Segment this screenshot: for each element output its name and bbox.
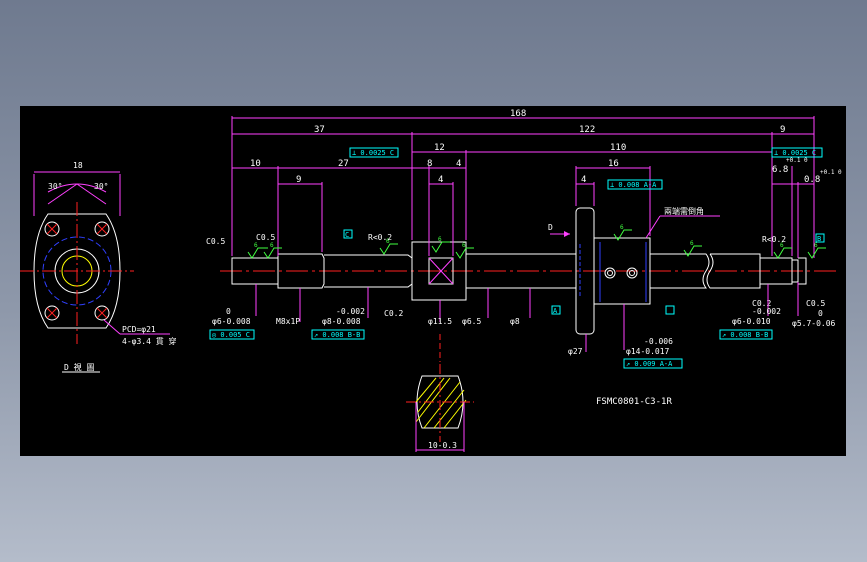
dim-middle: 122 [579, 125, 595, 135]
dim-bottom-d6-5: φ6.5 [462, 317, 481, 326]
chamfer-c02-right: C0.2 [752, 299, 771, 308]
tol-6-8: +0.1 0 [786, 157, 808, 164]
view-label: D 視 圖 [64, 363, 94, 372]
frame-left-runout: ⊥ 0.0025 C [352, 149, 394, 157]
frame-left-runout-box [349, 147, 399, 158]
frame-f4: ↗ 0.008 B-B [722, 331, 768, 339]
roughness-5: 6 [462, 242, 466, 249]
dim-right: 9 [780, 125, 785, 135]
dim-8: 8 [427, 159, 432, 169]
roughness-3: 6 [386, 238, 390, 245]
dim-4a: 4 [456, 159, 461, 169]
roughness-4: 6 [438, 236, 442, 243]
tol-0-8: +0.1 0 [820, 169, 842, 176]
roughness-symbols [247, 229, 826, 259]
frame-right-runout-box [771, 147, 823, 158]
section-width: 10-0.3 [428, 441, 457, 450]
nut-note: 兩端需倒角 [664, 206, 704, 216]
drawing-svg: 18 30° 30° PCD=φ21 4-φ3.4 貫 穿 D 視 圖 [20, 109, 842, 452]
frame-f2: ↗ 0.008 B-B [314, 331, 360, 339]
frame-nut-perp-box [607, 179, 663, 190]
dim-bottom-d27: φ27 [568, 347, 583, 356]
frame-nut-perp: ⊥ 0.008 A-A [610, 181, 657, 189]
roughness-7: 6 [690, 240, 694, 247]
dim-110: 110 [610, 143, 626, 153]
dim-16: 16 [608, 159, 619, 169]
dim-4c: 4 [581, 175, 586, 185]
dim-27: 27 [338, 159, 349, 169]
nut-note-leader [645, 215, 661, 239]
frame-right-runout: ⊥ 0.0025 C [774, 149, 816, 157]
chamfer-c05-left: C0.5 [206, 237, 225, 246]
pcd-text: PCD=φ21 [122, 325, 156, 334]
nut-holes [604, 267, 638, 279]
dim-6-8: 6.8 [772, 165, 788, 175]
dim-bottom-d8b: φ8 [510, 317, 520, 326]
part-number: FSMC0801-C3-1R [596, 397, 672, 407]
frame-f1: ◎ 0.005 C [212, 331, 250, 339]
frame-f2-box [311, 329, 365, 340]
frame-f3: ↗ 0.009 A-A [626, 360, 673, 368]
view-arrow-head [564, 231, 570, 237]
roughness-2: 6 [270, 242, 274, 249]
chamfer-c02-left: C0.2 [384, 309, 403, 318]
holes-text: 4-φ3.4 貫 穿 [122, 336, 177, 346]
section-view [415, 375, 467, 429]
roughness-8: 6 [780, 242, 784, 249]
dim-0-8: 0.8 [804, 175, 820, 185]
dim-left: 37 [314, 125, 325, 135]
pcd-leader [103, 319, 121, 335]
dim-bottom-m8: M8x1P [276, 317, 300, 326]
top-dimension-lines [231, 116, 815, 258]
chamfer-c05-right: C0.5 [806, 299, 825, 308]
datum-b: B [817, 235, 821, 243]
dim-overall: 168 [510, 109, 526, 119]
frame-f1-box [209, 329, 255, 340]
dim-4b: 4 [438, 175, 443, 185]
datum-b-box [815, 233, 825, 243]
bottom-dimension-leaders [255, 282, 799, 352]
side-width-text: 18 [73, 161, 83, 170]
radius-right: R<0.2 [762, 235, 786, 244]
dim-12: 12 [434, 143, 445, 153]
cad-drawing-canvas[interactable]: 18 30° 30° PCD=φ21 4-φ3.4 貫 穿 D 視 圖 [20, 106, 846, 456]
roughness-6: 6 [620, 224, 624, 231]
key-x2 [428, 257, 454, 285]
angle-left-text: 30° [48, 182, 62, 191]
frame-f4-box [719, 329, 773, 340]
radius-left: R<0.2 [368, 233, 392, 242]
side-width-dim [33, 171, 121, 216]
roughness-1: 6 [254, 242, 258, 249]
datum-c: C [345, 231, 349, 239]
chamfer-c05-inner: C0.5 [256, 233, 275, 242]
angle-right-text: 30° [94, 182, 108, 191]
dim-10: 10 [250, 159, 261, 169]
frame-f3-box [623, 358, 683, 369]
datum-a-box [551, 305, 561, 315]
roughness-9: 6 [814, 242, 818, 249]
datum-c-box [343, 229, 353, 239]
dim-9: 9 [296, 175, 301, 185]
dim-bottom-d11-5: φ11.5 [428, 317, 452, 326]
datum-a2-box [665, 305, 675, 315]
datum-a: A [553, 307, 558, 315]
view-arrow-label: D [548, 223, 553, 232]
